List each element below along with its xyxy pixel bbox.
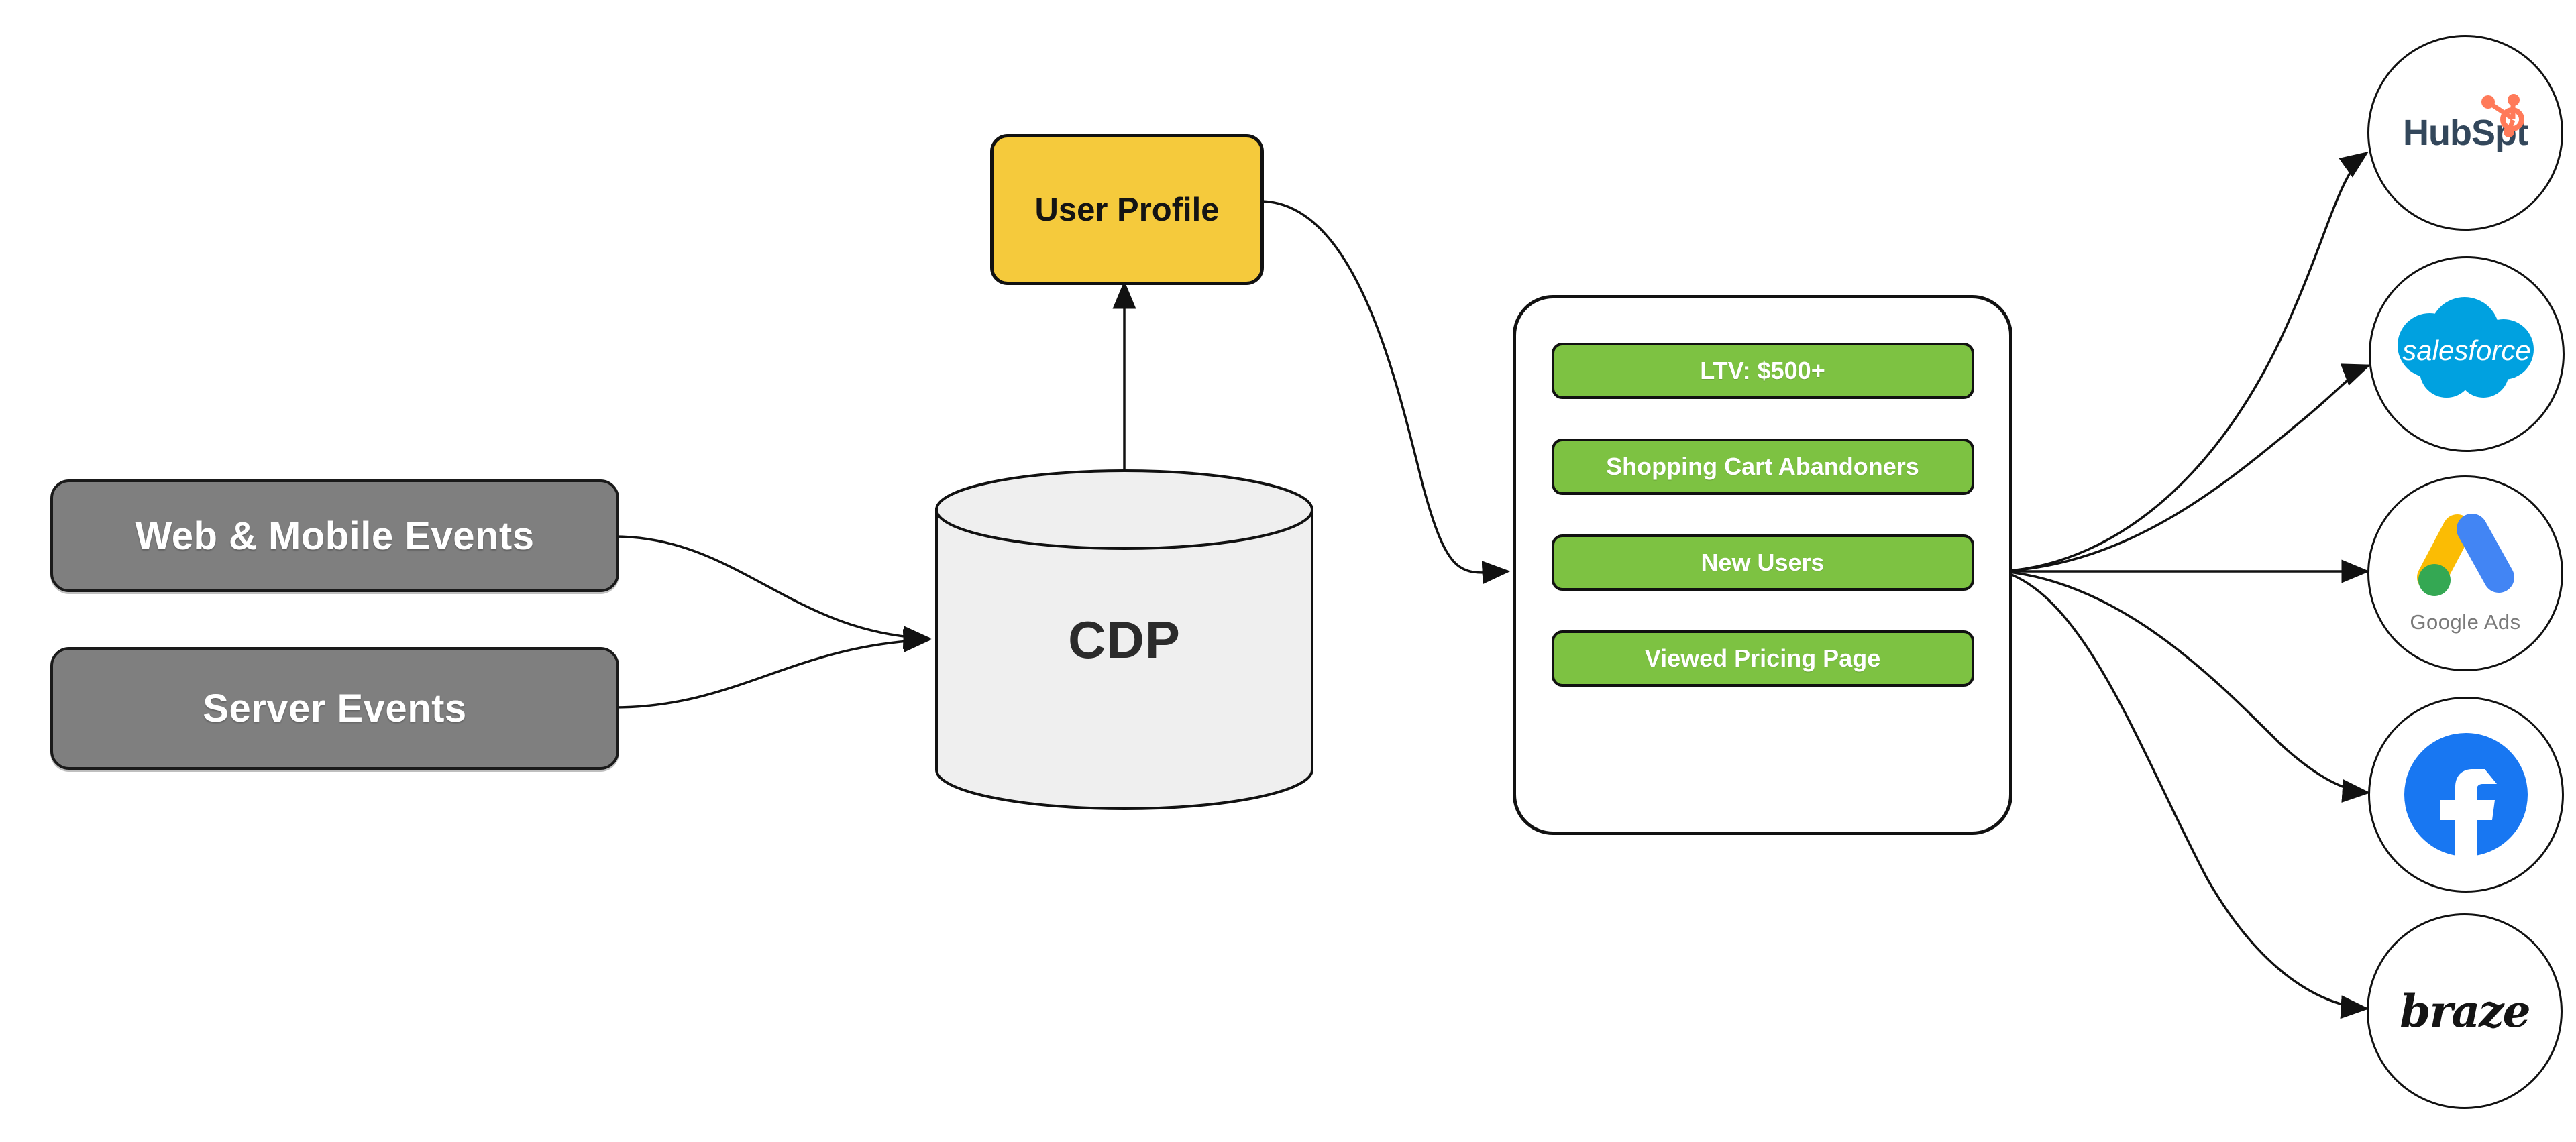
segment-ltv[interactable]: LTV: $500+ <box>1551 343 1974 399</box>
user-profile-box[interactable]: User Profile <box>990 134 1264 285</box>
google-ads-mark-icon <box>2417 513 2514 596</box>
google-ads-logo: Google Ads <box>2381 490 2549 657</box>
segment-viewed-pricing-page[interactable]: Viewed Pricing Page <box>1551 630 1974 687</box>
hubspot-wordmark-left: HubSp <box>2403 113 2517 153</box>
destination-hubspot[interactable]: HubSp t <box>2367 35 2563 231</box>
cdp-cylinder[interactable]: CDP <box>934 468 1315 811</box>
segment-label: Viewed Pricing Page <box>1644 644 1881 672</box>
edge-segments-to-hubspot <box>2002 151 2369 573</box>
segment-new-users[interactable]: New Users <box>1551 534 1974 591</box>
edge-user-profile-to-segments <box>1259 200 1511 585</box>
braze-logo: braze <box>2381 927 2548 1095</box>
braze-wordmark: braze <box>2400 985 2530 1037</box>
edge-segments-to-braze <box>2002 570 2369 1019</box>
destination-google-ads[interactable]: Google Ads <box>2367 475 2563 671</box>
cdp-label: CDP <box>1068 610 1181 669</box>
hubspot-sprocket-icon <box>2481 94 2525 137</box>
edge-web-events-to-cdp <box>613 535 932 650</box>
source-box-web-mobile-events[interactable]: Web & Mobile Events <box>50 479 619 592</box>
salesforce-cloud-icon: salesforce <box>2398 297 2534 398</box>
edge-segments-to-facebook <box>2002 570 2371 803</box>
svg-text:salesforce: salesforce <box>2402 335 2530 366</box>
segment-label: Shopping Cart Abandoners <box>1606 453 1919 480</box>
edge-segments-to-salesforce <box>2002 363 2371 573</box>
facebook-f-icon <box>2404 733 2528 859</box>
segments-container[interactable]: LTV: $500+ Shopping Cart Abandoners New … <box>1513 295 2012 835</box>
destination-facebook[interactable] <box>2368 697 2564 893</box>
source-label: Web & Mobile Events <box>135 514 535 558</box>
source-box-server-events[interactable]: Server Events <box>50 647 619 770</box>
facebook-logo <box>2382 711 2550 878</box>
cylinder-shape <box>935 469 1313 810</box>
segment-cart-abandoners[interactable]: Shopping Cart Abandoners <box>1551 439 1974 495</box>
destination-braze[interactable]: braze <box>2367 913 2563 1109</box>
google-ads-wordmark: Google Ads <box>2410 610 2521 634</box>
destination-salesforce[interactable]: salesforce <box>2369 256 2565 452</box>
segment-label: LTV: $500+ <box>1700 357 1825 384</box>
source-label: Server Events <box>203 687 467 730</box>
hubspot-logo: HubSp t <box>2381 49 2549 217</box>
user-profile-label: User Profile <box>1034 191 1220 228</box>
segment-label: New Users <box>1701 549 1825 576</box>
edge-server-events-to-cdp <box>613 629 932 709</box>
salesforce-logo: salesforce <box>2383 270 2551 438</box>
